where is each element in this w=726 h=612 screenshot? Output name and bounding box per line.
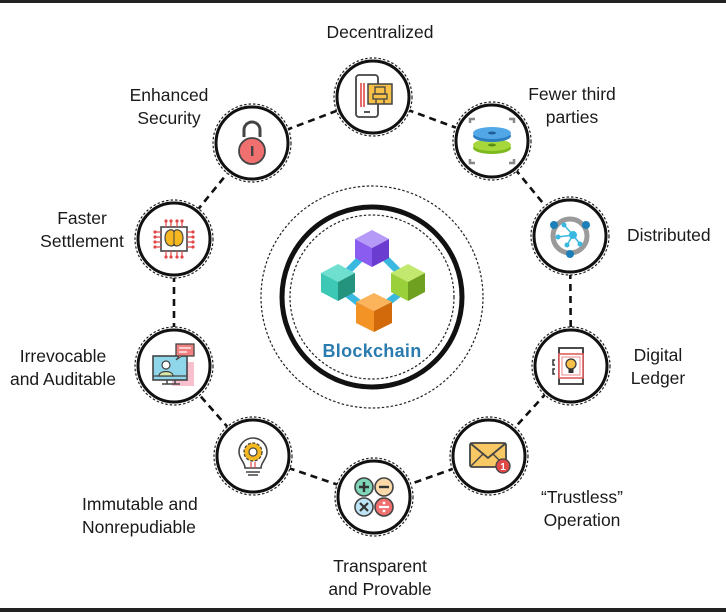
math-operators-icon bbox=[354, 477, 394, 517]
label-line: Nonrepudiable bbox=[82, 517, 196, 537]
node-fewer-third-parties bbox=[452, 101, 532, 181]
label-line: Operation bbox=[543, 510, 621, 530]
label-line: and Auditable bbox=[9, 369, 117, 389]
label-fewer-third-parties: Fewer third parties bbox=[528, 83, 616, 129]
label-line: Settlement bbox=[40, 231, 124, 251]
ring-connector bbox=[172, 142, 254, 240]
label-line: Distributed bbox=[627, 225, 711, 245]
label-decentralized: Decentralized bbox=[327, 21, 434, 44]
label-line: Security bbox=[137, 108, 201, 128]
label-distributed: Distributed bbox=[627, 224, 711, 247]
label-transparent-provable: Transparent and Provable bbox=[328, 555, 431, 601]
ring-connector bbox=[252, 454, 375, 499]
node-irrevocable-auditable bbox=[134, 326, 214, 406]
label-line: Decentralized bbox=[326, 22, 434, 42]
node-digital-ledger bbox=[531, 326, 611, 406]
node-transparent-provable bbox=[334, 457, 414, 537]
hub-label: Blockchain bbox=[322, 341, 422, 361]
lightbulb-gear-icon bbox=[238, 437, 268, 476]
label-line: “Trustless” bbox=[541, 487, 623, 507]
label-line: Fewer third bbox=[528, 84, 616, 104]
frame-bottom-border bbox=[0, 608, 726, 612]
label-digital-ledger: Digital Ledger bbox=[631, 344, 686, 390]
label-line: Ledger bbox=[630, 368, 686, 388]
label-line: and Provable bbox=[328, 579, 432, 599]
ring-connector bbox=[372, 95, 493, 143]
ring-connector bbox=[251, 95, 374, 145]
hub-inner-dotted-ring bbox=[289, 214, 455, 380]
label-enhanced-security: Enhanced Security bbox=[130, 84, 209, 130]
frame-top-border bbox=[0, 0, 726, 3]
ledger-lightbulb-icon bbox=[552, 347, 584, 385]
label-line: Digital bbox=[633, 345, 683, 365]
hub bbox=[260, 185, 484, 409]
hub-outer-dotted-ring bbox=[260, 185, 484, 409]
label-line: Faster bbox=[57, 208, 107, 228]
label-immutable-nonrepudiable: Immutable and Nonrepudiable bbox=[82, 493, 198, 539]
node-faster-settlement bbox=[134, 199, 214, 279]
node-distributed bbox=[530, 196, 610, 276]
blockchain-cubes-icon bbox=[321, 230, 425, 332]
node-decentralized bbox=[333, 57, 413, 137]
label-line: Transparent bbox=[333, 556, 427, 576]
padlock-icon bbox=[238, 120, 266, 165]
label-line: parties bbox=[545, 107, 599, 127]
label-line: Immutable and bbox=[82, 494, 198, 514]
label-line: Enhanced bbox=[129, 85, 209, 105]
network-nodes-icon bbox=[550, 216, 590, 258]
label-line: Irrevocable bbox=[19, 346, 107, 366]
node-trustless-operation: 1 bbox=[449, 416, 529, 496]
node-enhanced-security bbox=[212, 103, 292, 183]
svg-text:1: 1 bbox=[500, 462, 506, 473]
mobile-robot-icon bbox=[355, 74, 393, 118]
monitor-chat-icon bbox=[152, 343, 195, 386]
feature-nodes: 1 bbox=[134, 57, 611, 537]
node-ring bbox=[336, 459, 412, 535]
label-faster-settlement: Faster Settlement bbox=[40, 207, 124, 253]
stacked-discs-icon bbox=[468, 117, 516, 165]
node-immutable-nonrepudiable bbox=[213, 416, 293, 496]
label-trustless-operation: “Trustless” Operation bbox=[541, 486, 623, 532]
brain-chip-icon bbox=[153, 219, 195, 259]
label-irrevocable-auditable: Irrevocable and Auditable bbox=[10, 345, 116, 391]
envelope-notification-icon: 1 bbox=[469, 442, 511, 474]
